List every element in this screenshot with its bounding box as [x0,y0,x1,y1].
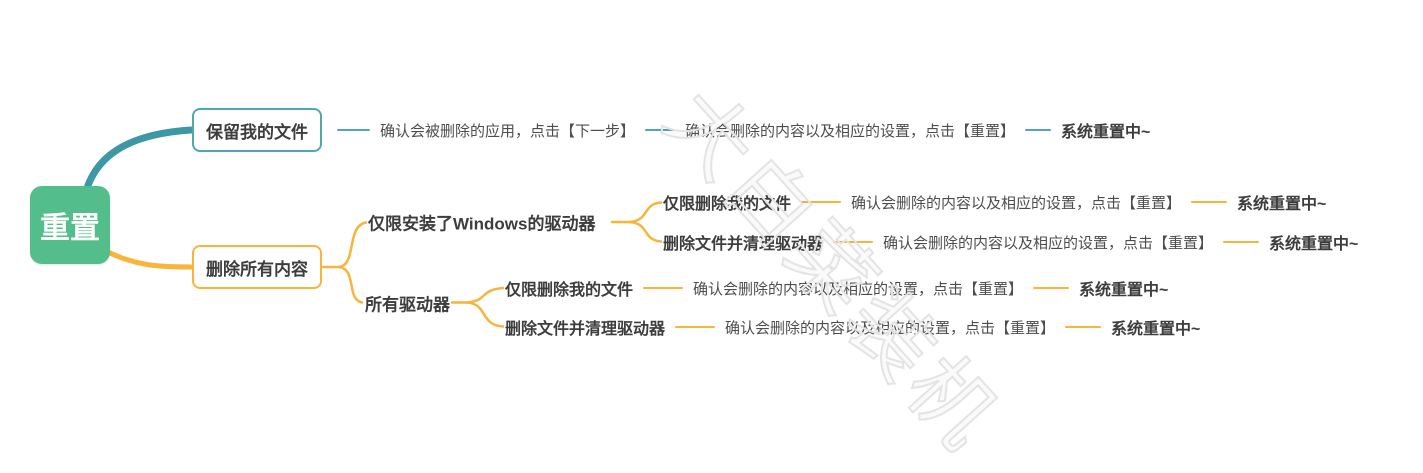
yellow-connector-line [675,326,716,328]
fork-to-clean-drive-1 [628,220,663,243]
node-delete-files-clean-drive[interactable]: 删除文件并清理驱动器 [663,236,824,253]
windows-drive-clean-drive-row: 删除文件并清理驱动器 确认会删除的内容以及相应的设置，点击【重置】 系统重置中~ [663,230,1358,254]
yellow-connector-line [833,241,874,243]
step-system-resetting[interactable]: 系统重置中~ [1111,321,1201,338]
node-windows-drive-only[interactable]: 仅限安装了Windows的驱动器 [368,214,596,234]
node-remove-everything[interactable]: 删除所有内容 [192,245,322,289]
step-confirm-content-reset[interactable]: 确认会删除的内容以及相应的设置，点击【重置】 [693,280,1024,298]
root-node-reset[interactable]: 重置 [30,186,110,264]
teal-connector-line [337,129,370,131]
node-delete-files-only[interactable]: 仅限删除我的文件 [505,282,634,299]
yellow-connector-line [643,287,684,289]
mindmap-canvas: 重置 保留我的文件 确认会被删除的应用，点击【下一步】 确认会删除的内容以及相应… [30,70,1358,470]
yellow-connector-line [1033,287,1070,289]
fork-to-files-only-2 [466,286,505,304]
step-confirm-content-reset[interactable]: 确认会删除的内容以及相应的设置，点击【重置】 [851,194,1182,212]
step-confirm-content-reset[interactable]: 确认会删除的内容以及相应的设置，点击【重置】 [725,319,1056,337]
node-delete-files-only[interactable]: 仅限删除我的文件 [663,196,792,213]
fork-to-clean-drive-2 [466,301,505,328]
yellow-connector-line [1065,326,1102,328]
fork-to-all-drives [337,265,364,304]
yellow-connector-line [1191,201,1228,203]
all-drives-files-only-row: 仅限删除我的文件 确认会删除的内容以及相应的设置，点击【重置】 系统重置中~ [505,276,1168,300]
node-all-drives[interactable]: 所有驱动器 [365,295,450,314]
node-keep-my-files[interactable]: 保留我的文件 [192,108,322,152]
step-confirm-content-reset[interactable]: 确认会删除的内容以及相应的设置，点击【重置】 [883,234,1214,252]
fork-to-files-only-1 [628,201,663,224]
yellow-connector-line [801,201,842,203]
yellow-connector-line [1223,241,1260,243]
node-delete-files-clean-drive[interactable]: 删除文件并清理驱动器 [505,321,666,338]
all-drives-clean-drive-row: 删除文件并清理驱动器 确认会删除的内容以及相应的设置，点击【重置】 系统重置中~ [505,315,1200,339]
fork-to-windows-drive [337,221,368,269]
teal-connector-line [1025,129,1052,131]
branch-remove-all-curve [99,246,194,270]
step-system-resetting[interactable]: 系统重置中~ [1269,236,1359,253]
windows-drive-files-only-row: 仅限删除我的文件 确认会删除的内容以及相应的设置，点击【重置】 系统重置中~ [663,190,1326,214]
step-confirm-apps-next[interactable]: 确认会被删除的应用，点击【下一步】 [380,122,636,140]
teal-connector-line [645,129,676,131]
step-system-resetting[interactable]: 系统重置中~ [1237,196,1327,213]
step-system-resetting[interactable]: 系统重置中~ [1079,282,1169,299]
step-system-resetting[interactable]: 系统重置中~ [1061,124,1151,141]
step-confirm-content-reset[interactable]: 确认会删除的内容以及相应的设置，点击【重置】 [685,122,1016,140]
keep-my-files-steps-row: 确认会被删除的应用，点击【下一步】 确认会删除的内容以及相应的设置，点击【重置】… [327,118,1150,142]
